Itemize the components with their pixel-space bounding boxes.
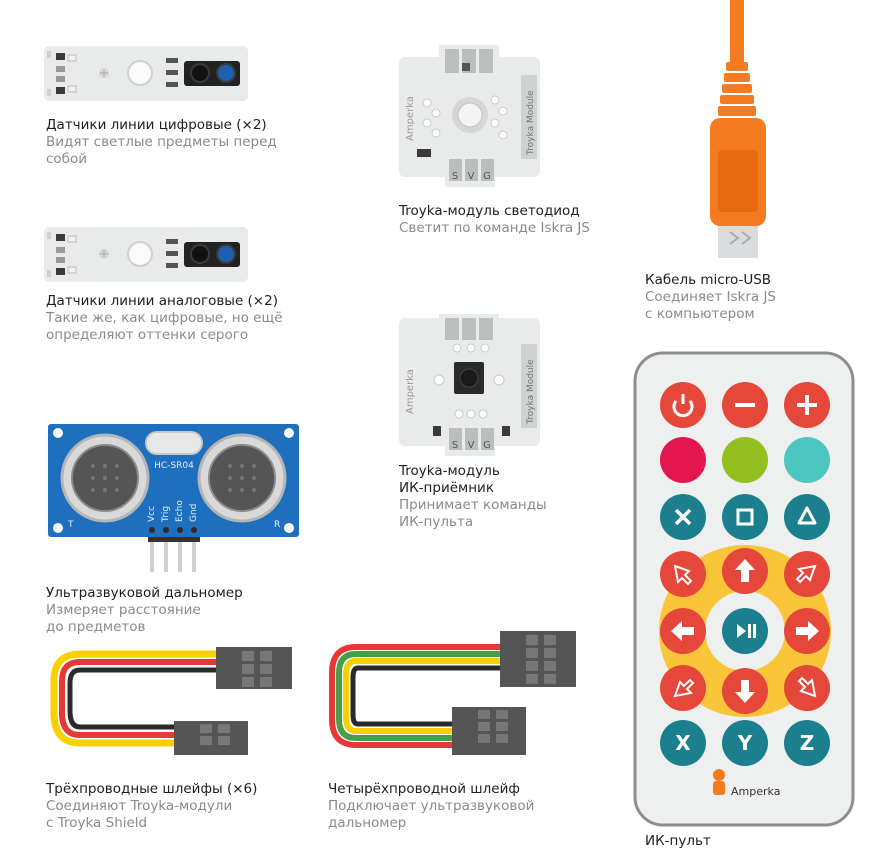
arrow-down-right-button[interactable] xyxy=(784,665,830,711)
pin-label: V xyxy=(468,171,475,182)
caption-desc: Принимает команды xyxy=(399,497,547,513)
caption-desc: Соединяют Troyka-модули xyxy=(46,798,233,814)
caption-title: ИК-пульт xyxy=(645,833,711,849)
ir-module-caption: Troyka-модуль ИК-приёмник Принимает кома… xyxy=(399,463,547,531)
ir-receiver-module: S V G Amperka Troyka Module xyxy=(399,314,541,460)
caption-desc: с компьютером xyxy=(645,306,755,322)
receiver-mark: R xyxy=(274,520,280,530)
caption-desc: Такие же, как цифровые, но ещё xyxy=(46,310,283,326)
x-button-label: X xyxy=(675,731,691,755)
arrow-down-left-button[interactable] xyxy=(660,665,706,711)
red-button[interactable] xyxy=(660,437,706,483)
pin-label: V xyxy=(468,440,475,451)
ultrasonic-sensor: HC-SR04 Vcc Trig Echo Gnd T R xyxy=(48,424,300,578)
remote-brand: Amperka xyxy=(731,785,780,798)
arrow-left-button[interactable] xyxy=(660,608,706,654)
caption-title: Troyka-модуль xyxy=(399,463,500,479)
pin-label: Gnd xyxy=(189,504,199,522)
pin-label: G xyxy=(483,171,491,182)
caption-title: Кабель micro-USB xyxy=(645,272,772,288)
three-wire-cable xyxy=(50,643,300,763)
three-wire-caption: Трёхпроводные шлейфы (×6) Соединяют Troy… xyxy=(46,781,257,832)
pin-label: G xyxy=(483,440,491,451)
module-label: Troyka Module xyxy=(526,359,536,425)
caption-desc: Соединяет Iskra JS xyxy=(645,289,777,305)
plus-button[interactable] xyxy=(784,382,830,428)
x-button[interactable]: X xyxy=(660,720,706,766)
remote-caption: ИК-пульт xyxy=(645,833,711,850)
caption-desc: дальномер xyxy=(328,815,407,831)
arrow-down-button[interactable] xyxy=(722,668,768,714)
square-button[interactable] xyxy=(722,494,768,540)
caption-desc: Измеряет расстояние xyxy=(46,602,201,618)
arrow-up-left-button[interactable] xyxy=(660,551,706,597)
minus-button[interactable] xyxy=(722,382,768,428)
arrow-up-right-button[interactable] xyxy=(784,551,830,597)
ultrasonic-caption: Ультразвуковой дальномер Измеряет рассто… xyxy=(46,585,243,636)
caption-title: Датчики линии цифровые (×2) xyxy=(46,117,267,133)
blue-button[interactable] xyxy=(784,437,830,483)
caption-desc: определяют оттенки серого xyxy=(46,327,249,343)
amperka-logo-icon xyxy=(713,769,725,795)
caption-desc: с Troyka Shield xyxy=(46,815,148,831)
digital-line-sensor-caption: Датчики линии цифровые (×2) Видят светлы… xyxy=(46,117,277,168)
four-wire-caption: Четырёхпроводной шлейф Подключает ультра… xyxy=(328,781,534,832)
analog-line-sensor xyxy=(44,227,249,287)
transmitter-mark: T xyxy=(67,520,74,530)
arrow-up-button[interactable] xyxy=(722,548,768,594)
y-button-label: Y xyxy=(737,731,753,755)
caption-desc: Подключает ультразвуковой xyxy=(328,798,535,814)
y-button[interactable]: Y xyxy=(722,720,768,766)
ultrasonic-model-label: HC-SR04 xyxy=(154,461,194,471)
caption-title: Датчики линии аналоговые (×2) xyxy=(46,293,278,309)
pin-label: Echo xyxy=(175,500,185,522)
power-button[interactable] xyxy=(660,382,706,428)
caption-desc: собой xyxy=(46,151,88,167)
play-pause-button[interactable] xyxy=(722,608,768,654)
pin-label: Vcc xyxy=(147,506,157,522)
caption-title: Troyka-модуль светодиод xyxy=(399,203,580,219)
pin-label: Trig xyxy=(161,506,171,523)
usb-caption: Кабель micro-USB Соединяет Iskra JS с ко… xyxy=(645,272,776,323)
micro-usb-cable xyxy=(700,0,780,266)
led-module: S V G Amperka Troyka Module xyxy=(399,45,541,191)
caption-desc: Видят светлые предметы перед xyxy=(46,134,277,150)
pin-label: S xyxy=(452,171,458,182)
z-button[interactable]: Z xyxy=(784,720,830,766)
caption-desc: до предметов xyxy=(46,619,146,635)
analog-line-sensor-caption: Датчики линии аналоговые (×2) Такие же, … xyxy=(46,293,283,344)
caption-desc: ИК-пульта xyxy=(399,514,474,530)
z-button-label: Z xyxy=(800,731,815,755)
pin-label: S xyxy=(452,440,458,451)
caption-title: Ультразвуковой дальномер xyxy=(46,585,243,601)
module-brand: Amperka xyxy=(405,369,416,414)
arrow-right-button[interactable] xyxy=(784,608,830,654)
caption-title: ИК-приёмник xyxy=(399,480,494,496)
ir-remote: X Y Z Amperka xyxy=(633,351,855,831)
triangle-button[interactable] xyxy=(784,494,830,540)
digital-line-sensor xyxy=(44,46,249,106)
module-brand: Amperka xyxy=(405,96,416,141)
x-shape-button[interactable] xyxy=(660,494,706,540)
led-module-caption: Troyka-модуль светодиод Светит по команд… xyxy=(399,203,590,237)
caption-title: Трёхпроводные шлейфы (×6) xyxy=(46,781,258,797)
caption-title: Четырёхпроводной шлейф xyxy=(328,781,520,797)
module-label: Troyka Module xyxy=(526,90,536,156)
caption-desc: Светит по команде Iskra JS xyxy=(399,220,590,236)
green-button[interactable] xyxy=(722,437,768,483)
four-wire-cable xyxy=(328,627,578,759)
